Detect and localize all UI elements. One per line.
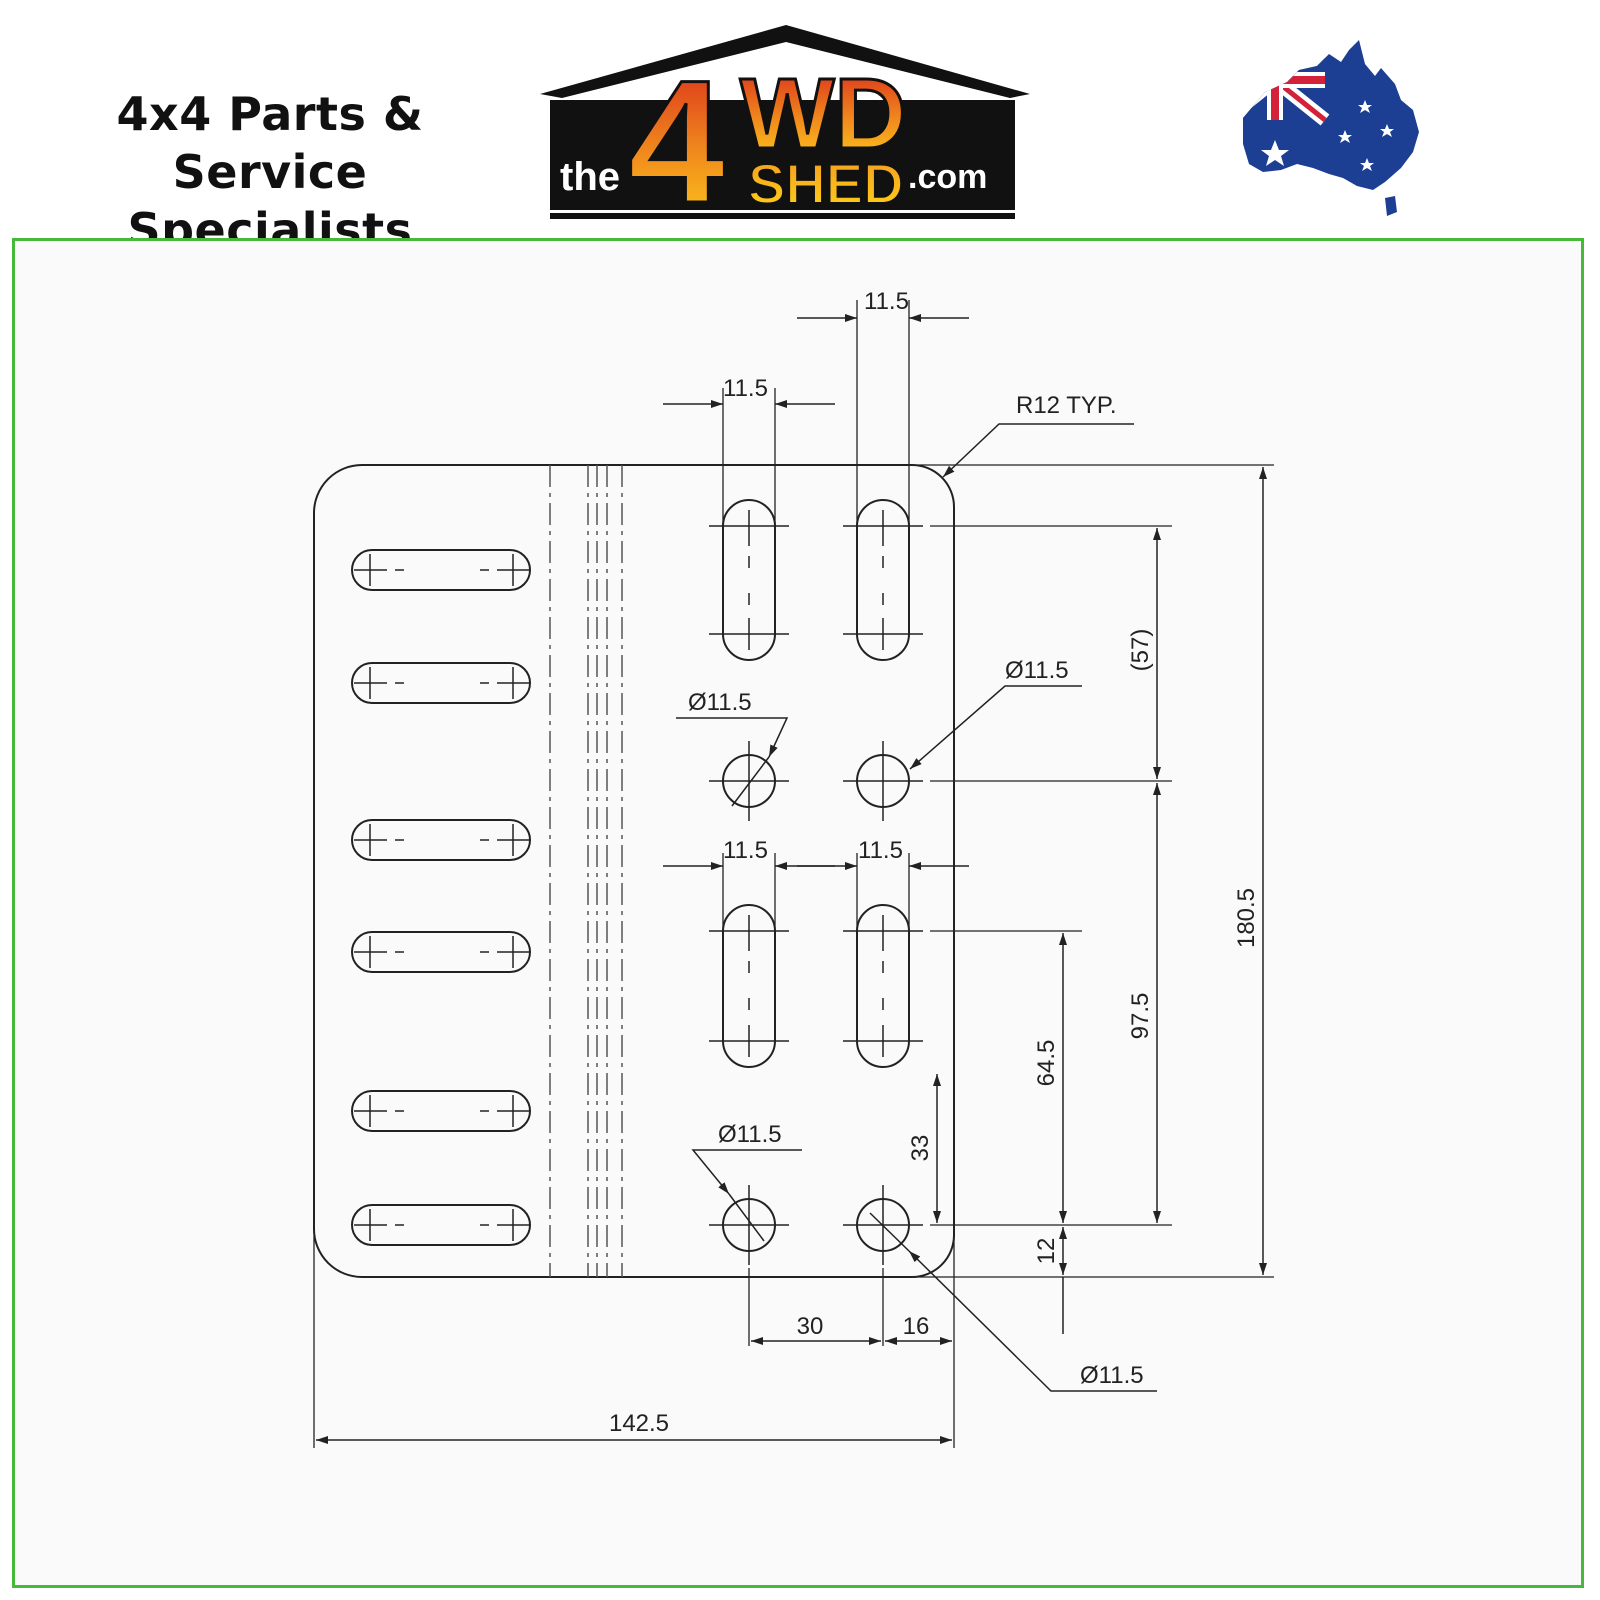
logo-word-com: .com xyxy=(908,158,987,196)
dim-slot-width-lower-right: 11.5 xyxy=(858,837,903,864)
roof-shape xyxy=(540,25,1030,98)
logo-base-line xyxy=(550,213,1015,219)
dim-slot-width-lower-left: 11.5 xyxy=(723,837,768,864)
vertical-slots xyxy=(722,499,910,1068)
dim-slot-width-top-right: 11.5 xyxy=(864,288,909,315)
leader-lines xyxy=(676,423,1157,1392)
dim-width-overall: 142.5 xyxy=(609,1410,669,1437)
logo-word-shed: SHED xyxy=(748,152,904,215)
leader-hole-right-lower-tail xyxy=(869,1212,910,1252)
bend-lines xyxy=(549,465,623,1277)
dim-spacing-30: 30 xyxy=(797,1313,824,1340)
tagline-line-1: 4x4 Parts & Service xyxy=(116,87,424,199)
vertical-slot-centers xyxy=(709,510,923,1057)
logo-word-wd: WD xyxy=(740,58,907,170)
round-holes xyxy=(722,754,910,1252)
plate-outline xyxy=(313,464,955,1278)
dim-height-12: 12 xyxy=(1033,1238,1060,1265)
leader-hole-right-lower xyxy=(908,1250,1157,1392)
leader-hole-left-upper xyxy=(676,717,789,758)
leader-hole-left-lower xyxy=(691,1149,802,1195)
leader-hole-right-upper xyxy=(909,685,1082,770)
drawing-frame xyxy=(12,238,1584,1588)
leader-hole-left-upper-tail xyxy=(731,756,770,807)
australia-flag-map-icon xyxy=(1243,40,1419,216)
dim-slot-width-top-left: 11.5 xyxy=(723,375,768,402)
dim-height-33: 33 xyxy=(907,1135,934,1162)
horizontal-slots xyxy=(351,549,531,1246)
dim-height-overall: 180.5 xyxy=(1233,888,1260,948)
the4wdshed-logo[interactable]: the 4 WD SHED .com xyxy=(540,20,1040,225)
vertical-slot xyxy=(856,499,910,661)
technical-drawing: 11.5 11.5 R12 TYP. (57) Ø11.5 Ø11.5 11.5… xyxy=(313,288,1274,1448)
dim-hole-right-upper: Ø11.5 xyxy=(1005,657,1069,684)
dim-height-64-5: 64.5 xyxy=(1033,1040,1060,1087)
dim-height-97-5: 97.5 xyxy=(1127,993,1154,1040)
dim-hole-left-upper: Ø11.5 xyxy=(688,689,752,716)
round-hole-centers xyxy=(709,741,923,1265)
logo-word-the: the xyxy=(560,155,620,199)
tagline: 4x4 Parts & Service Specialists xyxy=(20,85,520,259)
extension-lines xyxy=(313,300,1274,1448)
logo-digit-four: 4 xyxy=(628,45,725,225)
horizontal-slot-centers xyxy=(354,554,530,1241)
dim-hole-left-lower: Ø11.5 xyxy=(718,1121,782,1148)
vertical-slot xyxy=(722,499,776,661)
vertical-slot xyxy=(856,904,910,1068)
vertical-slot xyxy=(722,904,776,1068)
dim-hole-right-lower: Ø11.5 xyxy=(1080,1362,1144,1389)
leader-corner-radius xyxy=(942,423,1134,478)
shed-body xyxy=(550,100,1015,210)
dim-corner-radius: R12 TYP. xyxy=(1016,392,1117,419)
dim-ref-57: (57) xyxy=(1127,629,1154,672)
leader-hole-left-lower-tail xyxy=(728,1193,765,1242)
dimension-lines[interactable] xyxy=(316,314,1267,1444)
dim-edge-16: 16 xyxy=(903,1313,930,1340)
